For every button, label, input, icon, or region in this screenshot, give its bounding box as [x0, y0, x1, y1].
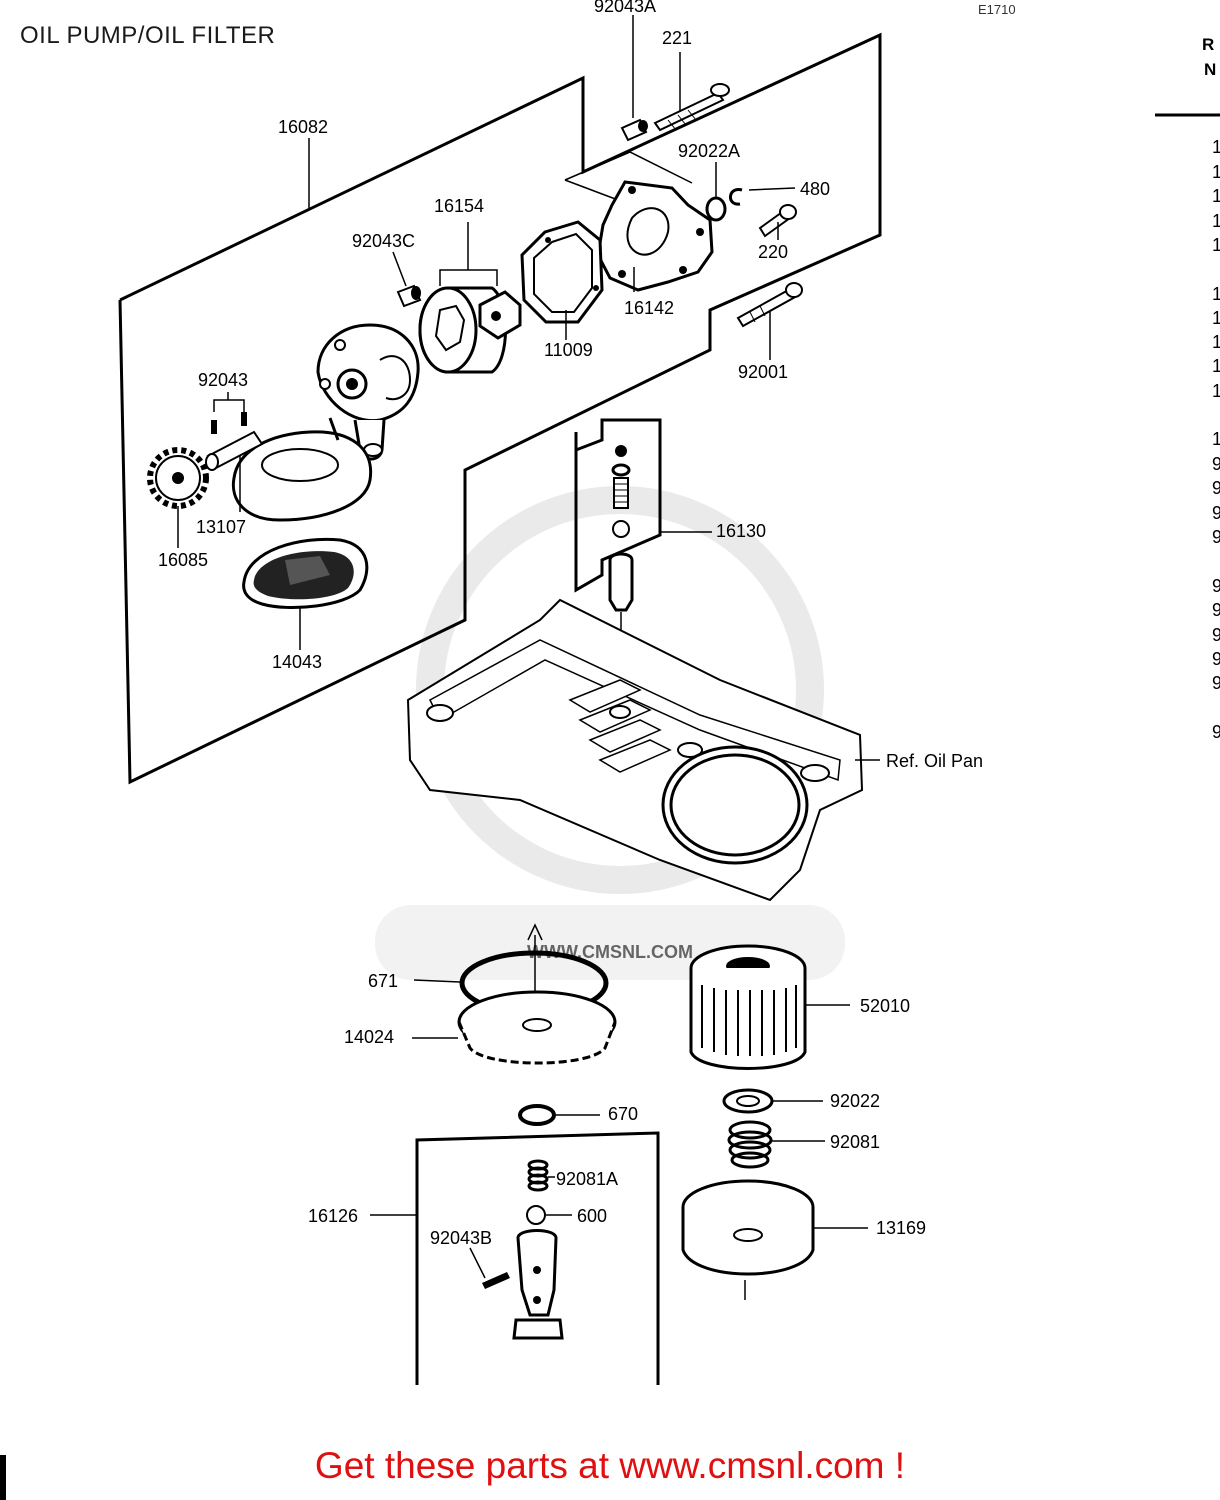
ref-column-glyph: 1: [1212, 284, 1220, 304]
label-13107: 13107: [196, 517, 246, 537]
ref-column-glyph: 1: [1212, 211, 1220, 231]
label-14024: 14024: [344, 1027, 394, 1047]
o-ring-670: [518, 1104, 556, 1126]
label-480: 480: [800, 179, 830, 199]
leader-lines: [177, 15, 868, 1279]
ref-column-glyph: 9: [1212, 527, 1220, 547]
ref-column-glyph: 1: [1212, 162, 1220, 182]
label-92043B: 92043B: [430, 1228, 492, 1248]
collar-92043A: [620, 118, 648, 142]
label-16082: 16082: [278, 117, 328, 137]
ref-column-glyph: 1: [1212, 137, 1220, 157]
bolt-220: [758, 204, 797, 238]
shaft-13107: [205, 430, 264, 471]
screen-14043: [242, 537, 369, 610]
label-16154: 16154: [434, 196, 484, 216]
ref-column-glyph: 1: [1212, 356, 1220, 376]
ref-column-glyph: 1: [1212, 235, 1220, 255]
oil-strainer-pickup: [231, 417, 373, 522]
label-92043A: 92043A: [594, 0, 656, 16]
label-16085: 16085: [158, 550, 208, 570]
washer-92022A: [705, 196, 727, 222]
edge-mark: [0, 1455, 6, 1500]
sprocket-16085: [147, 447, 209, 509]
bolt-221: [653, 83, 730, 132]
label-16130: 16130: [716, 521, 766, 541]
ref-column-glyph: 9: [1212, 454, 1220, 474]
label-11009: 11009: [544, 340, 593, 360]
label-52010: 52010: [860, 996, 910, 1016]
label-92022A: 92022A: [678, 141, 740, 161]
ref-column-glyph: 1: [1212, 332, 1220, 352]
ref-header-r: R: [1202, 35, 1214, 54]
ref-column-glyph: 9: [1212, 722, 1220, 742]
cta-link[interactable]: Get these parts at www.cmsnl.com !: [314, 1445, 906, 1486]
oil-pan: [406, 598, 880, 902]
label-92081A: 92081A: [556, 1169, 618, 1189]
label-16126: 16126: [308, 1206, 358, 1226]
label-92081: 92081: [830, 1132, 880, 1152]
label-220: 220: [758, 242, 788, 262]
label-ref-oil-pan: Ref. Oil Pan: [886, 751, 983, 771]
label-600: 600: [577, 1206, 607, 1226]
label-671: 671: [368, 971, 398, 991]
label-670: 670: [608, 1104, 638, 1124]
pin-92043C: [396, 284, 422, 308]
page-title: OIL PUMP/OIL FILTER: [20, 22, 276, 49]
oil-filter-52010: [689, 944, 807, 1070]
label-221: 221: [662, 28, 692, 48]
label-13169: 13169: [876, 1218, 926, 1238]
ref-column-glyph: 9: [1212, 673, 1220, 693]
label-92043C: 92043C: [352, 231, 415, 251]
ref-column-glyph: 9: [1212, 478, 1220, 498]
bypass-valve-16126: [415, 1131, 660, 1385]
filter-cover-14024: [457, 990, 617, 1065]
ref-header-n: N: [1204, 60, 1216, 79]
washer-92022: [722, 1088, 774, 1114]
ref-column-glyph: 1: [1212, 186, 1220, 206]
ref-column-glyph: 1: [1212, 381, 1220, 401]
pins-92043: [211, 392, 247, 434]
ref-column-glyph: 9: [1212, 625, 1220, 645]
reference-column: R N 1 1 1 1 1 1 1 1 1 1 1 9 9 9 9 9 9 9 9 9 9: [1155, 35, 1220, 742]
assembly-outline: [118, 32, 882, 785]
bolt-92001: [736, 282, 803, 328]
ref-column-glyph: 9: [1212, 600, 1220, 620]
ref-column-glyph: 1: [1212, 429, 1220, 449]
oil-pump-body: [316, 323, 420, 461]
label-92001: 92001: [738, 362, 788, 382]
label-92022: 92022: [830, 1091, 880, 1111]
filter-case-13169: [681, 1179, 815, 1300]
label-92043: 92043: [198, 370, 248, 390]
diagram-code: E1710: [978, 2, 1016, 17]
pump-cover-16142: [596, 180, 714, 292]
ref-column-glyph: 9: [1212, 576, 1220, 596]
ref-column-glyph: 9: [1212, 649, 1220, 669]
rotor-inner-16154: [478, 290, 522, 340]
label-14043: 14043: [272, 652, 322, 672]
label-16142: 16142: [624, 298, 674, 318]
ref-column-glyph: 9: [1212, 503, 1220, 523]
spring-92081: [727, 1120, 773, 1169]
circlip-480: [729, 188, 743, 206]
ref-column-glyph: 1: [1212, 308, 1220, 328]
gasket-11009: [520, 220, 604, 324]
